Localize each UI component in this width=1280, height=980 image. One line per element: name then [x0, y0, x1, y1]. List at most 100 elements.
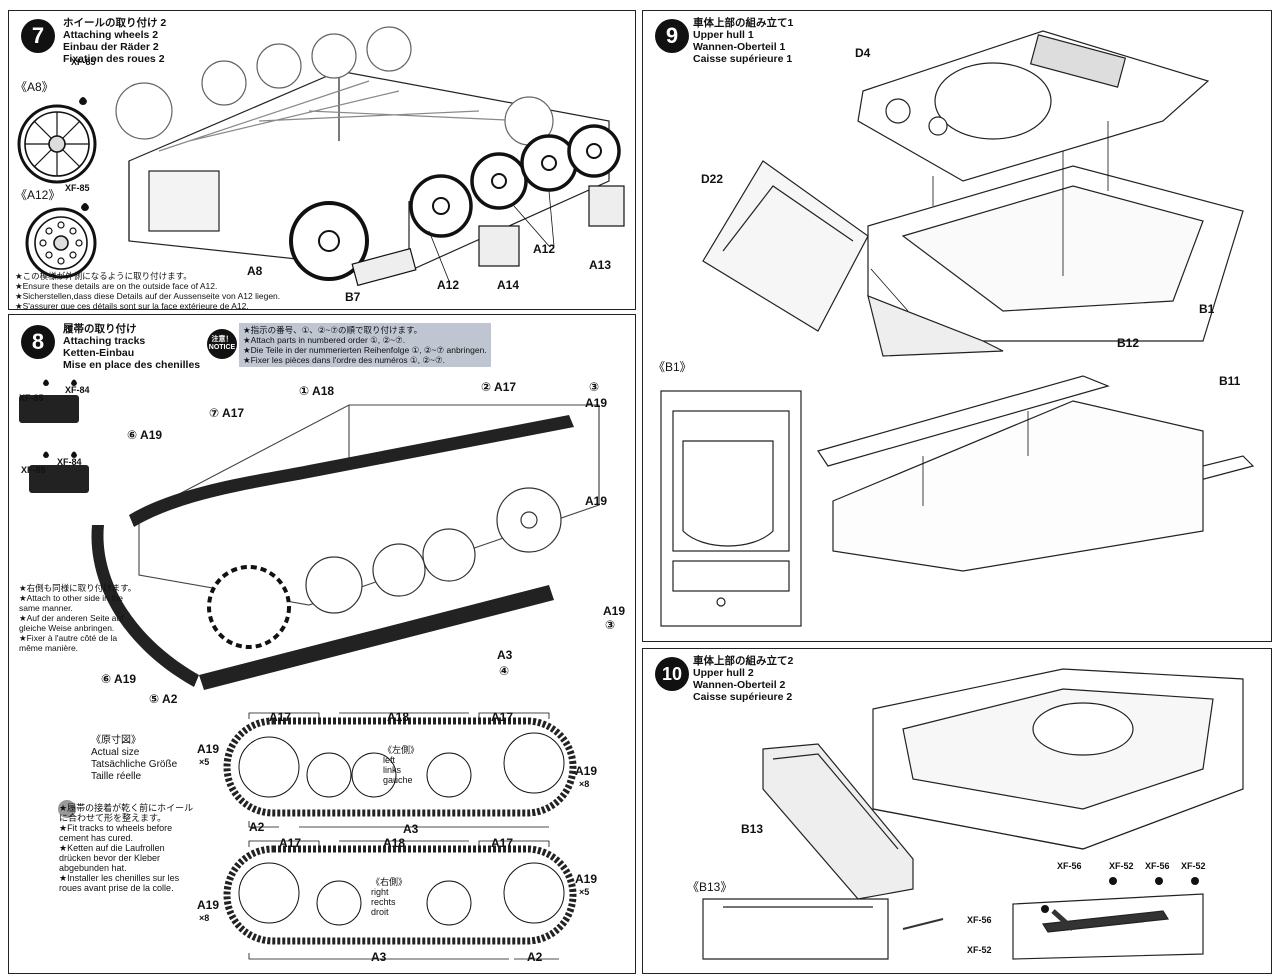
part-d22: D22 — [701, 172, 724, 186]
left-a18: A18 — [387, 710, 410, 724]
foreground-wheels — [289, 124, 621, 281]
hull-tub-b1 — [867, 165, 1244, 357]
part-a12-1: A12 — [437, 278, 460, 292]
label-4: ④ — [499, 664, 510, 678]
chassis-body — [128, 70, 610, 272]
step-8-fit-notes: ★履帯の接着が乾く前にホイールに合わせて形を整えます。★Fit tracks t… — [59, 803, 194, 893]
paint-code-4: XF-84 — [57, 457, 82, 467]
paint-code-a12: XF-85 — [65, 183, 90, 193]
part-b1: B1 — [1199, 302, 1215, 316]
label-a19-right-2: A19 — [603, 604, 626, 618]
upper-plate-d4 — [857, 30, 1210, 182]
label-2-a17: ② A17 — [481, 380, 517, 394]
step-10-number: 10 — [655, 657, 689, 691]
step-7-titles: ホイールの取り付け 2 Attaching wheels 2 Einbau de… — [63, 17, 166, 65]
part-a12-2: A12 — [533, 242, 556, 256]
detail-b13-label: 《B13》 — [687, 880, 733, 894]
wheel-a12-detail-icon — [25, 207, 97, 279]
paint-xf56-a: XF-56 — [1057, 861, 1082, 871]
right-a3: A3 — [371, 950, 387, 964]
right-x8: ×8 — [199, 913, 210, 923]
b13-detail — [702, 893, 1204, 960]
step-10-illustration — [702, 668, 1244, 960]
step-8-number: 8 — [21, 325, 55, 359]
step-9-number: 9 — [655, 19, 689, 53]
step-9-illustration — [660, 30, 1255, 627]
right-a19-left: A19 — [197, 898, 220, 912]
part-a13: A13 — [589, 258, 612, 272]
actual-size-left-track — [223, 717, 577, 817]
part-a8: A8 — [247, 264, 263, 278]
paint-drop-icons — [1041, 877, 1199, 913]
paint-code-a8: XF-85 — [71, 57, 96, 67]
paint-xf52-a: XF-52 — [1109, 861, 1134, 871]
paint-drop-icons — [43, 379, 77, 458]
left-x5: ×5 — [199, 757, 210, 767]
step-7-notes: ★この模様が外側になるように取り付けます。★Ensure these detai… — [15, 271, 281, 310]
step-8-illustration — [19, 379, 600, 960]
title-fr: Fixation des roues 2 — [63, 53, 165, 65]
part-b11: B11 — [1219, 374, 1241, 388]
left-a19-right: A19 — [575, 764, 598, 778]
right-a19-right: A19 — [575, 872, 598, 886]
paint-xf52-b: XF-52 — [1181, 861, 1206, 871]
label-7-a17: ⑦ A17 — [209, 406, 245, 420]
actual-size-right-track — [223, 845, 577, 945]
paint-drop-a12-icon — [81, 203, 89, 211]
rear-plate-d22 — [702, 160, 869, 332]
step-8-side-notes: ★右側も同様に取り付けます。★Attach to other side in t… — [19, 583, 137, 653]
right-x5: ×5 — [579, 887, 590, 897]
label-5-a2: ⑤ A2 — [149, 692, 178, 706]
label-a19-top: A19 — [585, 396, 608, 410]
label-3: ③ — [589, 380, 600, 394]
left-x8: ×8 — [579, 779, 590, 789]
label-6-a19: ⑥ A19 — [127, 428, 163, 442]
part-b7: B7 — [345, 290, 361, 304]
step-7-panel: 7 ホイールの取り付け 2 Attaching wheels 2 Einbau … — [8, 10, 636, 310]
drive-sprocket-icon — [207, 565, 291, 649]
paint-code-2: XF-84 — [65, 385, 90, 395]
part-b12: B12 — [1117, 336, 1140, 350]
b1-detail — [660, 390, 802, 627]
right-a17-1: A17 — [279, 836, 302, 850]
label-3-bottom: ③ — [605, 618, 616, 632]
background-wheels — [115, 26, 554, 146]
brush-icon — [902, 918, 944, 930]
part-b13: B13 — [741, 822, 764, 836]
suspension-brackets — [351, 185, 625, 287]
hull-assembly — [872, 668, 1244, 850]
notice-box: ★指示の番号、①、②~⑦の順で取り付けます。★Attach parts in n… — [239, 323, 491, 367]
left-a17-1: A17 — [269, 710, 292, 724]
dimension-brackets — [248, 712, 559, 960]
notice-badge-icon: 注意！NOTICE — [207, 329, 237, 359]
paint-xf56-c: XF-56 — [967, 915, 992, 925]
rear-plate-b13 — [762, 743, 914, 900]
paint-xf52-c: XF-52 — [967, 945, 992, 955]
detail-a12-label: 《A12》 — [15, 188, 61, 202]
detail-a8-label: 《A8》 — [15, 80, 54, 94]
side-rails — [817, 375, 1255, 572]
paint-code-1: XF-85 — [19, 393, 44, 403]
title-de: Einbau der Räder 2 — [63, 41, 159, 53]
step-7-number: 7 — [21, 19, 55, 53]
label-a3: A3 — [497, 648, 513, 662]
label-6-a19-bottom: ⑥ A19 — [101, 672, 137, 686]
grey-dot-icon — [58, 800, 76, 818]
part-a14: A14 — [497, 278, 520, 292]
label-1-a18: ① A18 — [299, 384, 335, 398]
left-a17-2: A17 — [491, 710, 514, 724]
wheel-a8-detail-icon — [17, 104, 97, 184]
left-a3: A3 — [403, 822, 419, 836]
right-a2: A2 — [527, 950, 543, 964]
lower-track — [91, 525, 554, 690]
part-d4: D4 — [855, 46, 871, 60]
paint-code-3: XF-85 — [21, 465, 46, 475]
